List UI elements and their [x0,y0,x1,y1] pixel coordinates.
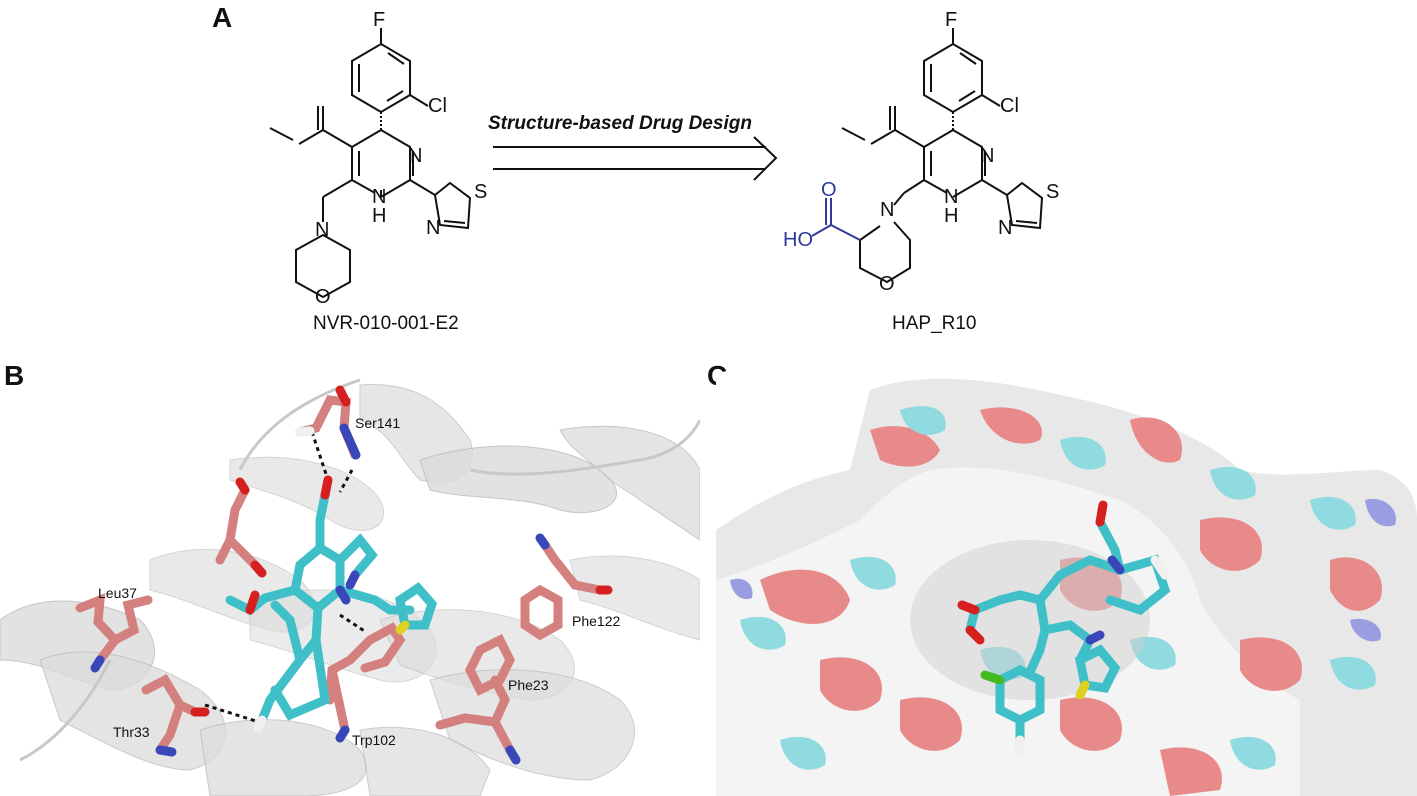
right-atom-ho-acid: HO [783,229,813,251]
right-atom-n-morpholine: N [880,199,894,221]
residue-label-leu37: Leu37 [98,585,137,601]
panel-b-ligand-sticks [225,490,438,725]
left-atom-nh-n: N [372,186,386,208]
left-atom-f: F [373,9,385,31]
left-atom-cl: Cl [428,95,447,117]
panel-c-ligand-heteroatoms [957,500,1170,757]
right-atom-nh-h: H [944,205,958,227]
left-atom-o-morpholine: O [315,286,331,308]
panel-b-hbonds [204,431,367,725]
panel-b-label: B [4,360,25,391]
left-atom-nh-h: H [372,205,386,227]
right-atom-nh-n: N [944,186,958,208]
compound-name-right: HAP_R10 [892,313,977,334]
right-atom-n-thiazole: N [998,217,1012,239]
panel-b-protein-ribbon [0,383,700,796]
panel-b-residue-labels: Ser141 Leu37 Phe122 Phe23 Thr33 Trp102 [98,415,620,748]
right-atom-o-acid: O [821,179,837,201]
right-structure-atoms: F Cl N N H S N N O O HO [783,9,1059,295]
residue-label-thr33: Thr33 [113,724,150,740]
left-atom-n-thiazole: N [426,217,440,239]
structure-nvr-010-001-e2 [269,28,472,299]
residue-label-phe23: Phe23 [508,677,549,693]
reaction-arrow [493,136,778,181]
panel-b-ligand-heteroatoms [245,475,410,733]
left-atom-n-morpholine: N [315,219,329,241]
left-atom-n: N [408,145,422,167]
right-atom-cl: Cl [1000,95,1019,117]
right-atom-n: N [980,145,994,167]
residue-label-trp102: Trp102 [352,732,396,748]
structure-hap-r10 [841,28,1044,284]
residue-label-ser141: Ser141 [355,415,400,431]
left-atom-s: S [474,181,487,203]
panel-b-residue-sticks [75,395,605,755]
right-atom-s: S [1046,181,1059,203]
panel-a-label: A [212,2,233,33]
compound-name-left: NVR-010-001-E2 [313,313,459,334]
left-structure-atoms: F Cl N N H S N N O [315,9,487,308]
acid-group [811,198,861,241]
reaction-label: Structure-based Drug Design [488,113,752,134]
right-atom-f: F [945,9,957,31]
panel-b-residue-heteroatoms [90,385,613,765]
residue-label-phe122: Phe122 [572,613,620,629]
right-atom-o-morpholine: O [879,273,895,295]
panel-c-surface [716,378,1417,796]
